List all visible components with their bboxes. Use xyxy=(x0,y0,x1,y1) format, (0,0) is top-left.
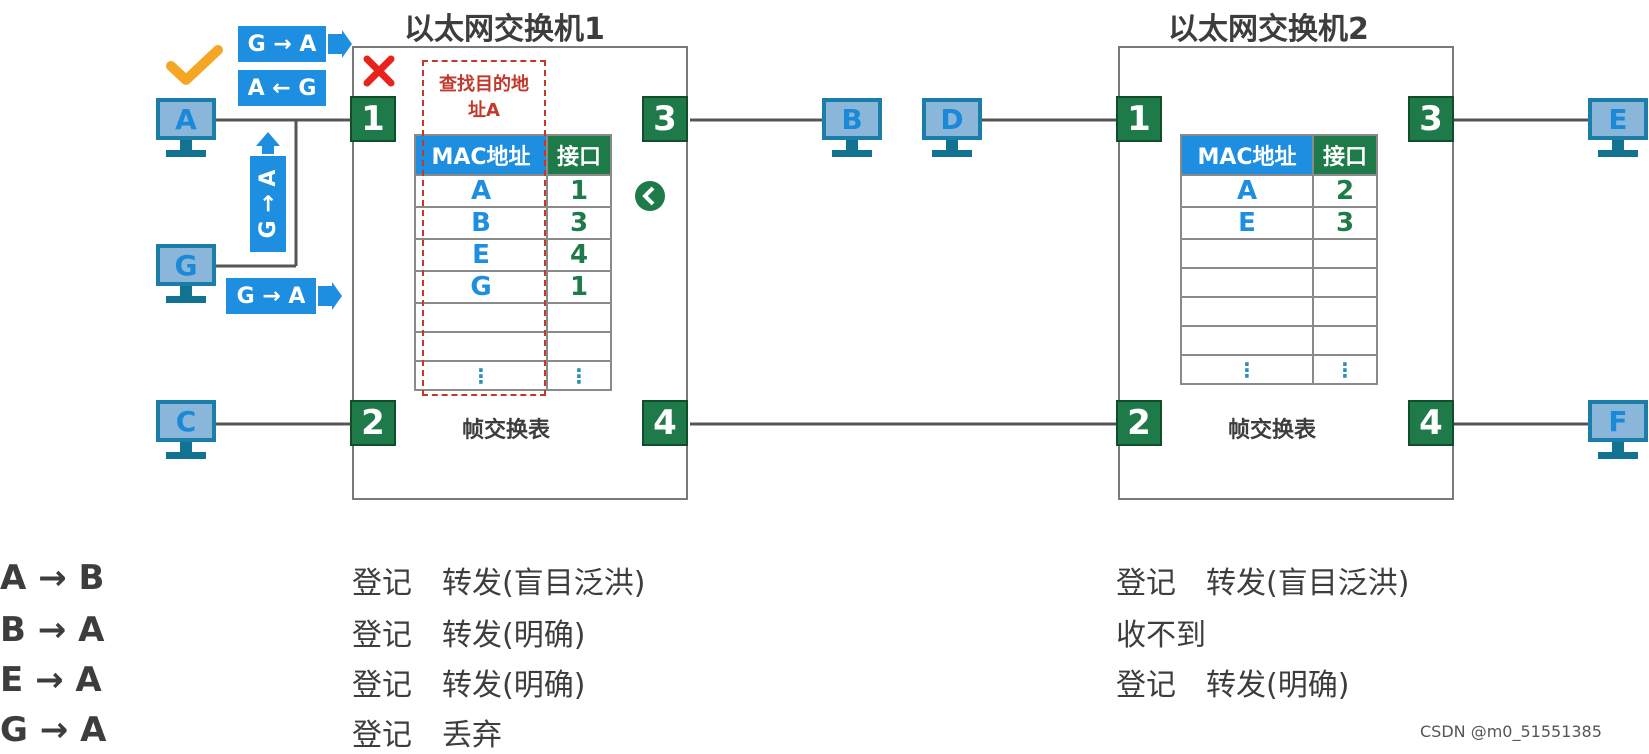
switch1-port-3[interactable]: 3 xyxy=(642,96,688,142)
check-icon xyxy=(166,45,223,85)
port-header: 接口 xyxy=(546,134,612,176)
arrow-right-icon xyxy=(328,30,352,58)
arrow-right-icon xyxy=(318,282,342,310)
mac-cell: E xyxy=(414,238,548,272)
host-a-label: A xyxy=(156,98,216,140)
switch2-port-2[interactable]: 2 xyxy=(1116,400,1162,446)
switch2-action: 登记 转发(明确) xyxy=(1116,668,1350,703)
event-label: A → B xyxy=(0,558,105,598)
switch1-title: 以太网交换机1 xyxy=(404,12,605,47)
switch1-port-4[interactable]: 4 xyxy=(642,400,688,446)
table-row xyxy=(1180,296,1378,327)
frame-label: G → A xyxy=(224,276,318,316)
event-label: G → A xyxy=(0,710,107,750)
switch2-port-4[interactable]: 4 xyxy=(1408,400,1454,446)
host-e-label: E xyxy=(1588,98,1648,140)
switch1-action: 登记 转发(明确) xyxy=(352,668,586,703)
switch1-port-1[interactable]: 1 xyxy=(350,96,396,142)
table-row: ⋮⋮ xyxy=(1180,354,1378,385)
host-d[interactable]: D xyxy=(922,98,986,162)
host-f[interactable]: F xyxy=(1588,400,1649,464)
frame-a-from-g: A ← G xyxy=(236,68,328,108)
mac-cell: A xyxy=(1180,174,1314,208)
more-rows-dots: ⋮ xyxy=(1180,354,1314,385)
switch2-action: 登记 转发(盲目泛洪) xyxy=(1116,566,1410,601)
port-cell: 2 xyxy=(1312,174,1378,208)
host-c-label: C xyxy=(156,400,216,442)
host-b-label: B xyxy=(822,98,882,140)
port-cell: 3 xyxy=(546,206,612,240)
frame-g-to-a-bottom: G → A xyxy=(224,276,342,316)
switch1-box xyxy=(352,46,688,500)
switch2-action: 收不到 xyxy=(1116,618,1206,653)
switch1-action: 登记 丢弃 xyxy=(352,718,502,753)
mac-cell: A xyxy=(414,174,548,208)
frame-g-to-a-top: G → A xyxy=(236,24,352,64)
event-label: B → A xyxy=(0,610,105,650)
cross-icon xyxy=(363,55,395,87)
host-g-label: G xyxy=(156,244,216,286)
switch2-title: 以太网交换机2 xyxy=(1168,12,1369,47)
table-row xyxy=(1180,325,1378,356)
switch1-action: 登记 转发(盲目泛洪) xyxy=(352,566,646,601)
arrow-up-icon xyxy=(256,132,280,156)
table-row xyxy=(1180,238,1378,269)
port-header: 接口 xyxy=(1312,134,1378,176)
lookup-label: 查找目的地址A xyxy=(439,74,529,121)
watermark: CSDN @m0_51551385 xyxy=(1420,722,1602,741)
switch2-table-caption: 帧交换表 xyxy=(1228,418,1317,443)
switch1-action: 登记 转发(明确) xyxy=(352,618,586,653)
switch1-port-2[interactable]: 2 xyxy=(350,400,396,446)
host-a[interactable]: A xyxy=(156,98,220,162)
table-row xyxy=(1180,267,1378,298)
mac-cell: B xyxy=(414,206,548,240)
host-c[interactable]: C xyxy=(156,400,220,464)
switch2-port-3[interactable]: 3 xyxy=(1408,96,1454,142)
event-label: E → A xyxy=(0,660,102,700)
host-d-label: D xyxy=(922,98,982,140)
host-g[interactable]: G xyxy=(156,244,220,308)
lookup-highlight-box xyxy=(422,60,546,396)
port-cell: 3 xyxy=(1312,206,1378,240)
frame-g-to-a-vertical: G → A xyxy=(248,132,288,254)
mac-cell: E xyxy=(1180,206,1314,240)
table-row xyxy=(414,331,612,362)
mac-cell: G xyxy=(414,270,548,304)
switch2-port-1[interactable]: 1 xyxy=(1116,96,1162,142)
host-b[interactable]: B xyxy=(822,98,886,162)
host-f-label: F xyxy=(1588,400,1648,442)
mac-header: MAC地址 xyxy=(414,134,548,176)
frame-label: G → A xyxy=(248,154,288,254)
mac-header: MAC地址 xyxy=(1180,134,1314,176)
switch1-table-caption: 帧交换表 xyxy=(462,418,551,443)
port-cell: 1 xyxy=(546,270,612,304)
table-row xyxy=(414,302,612,333)
more-rows-dots: ⋮ xyxy=(1312,354,1378,385)
port-cell: 4 xyxy=(546,238,612,272)
port-cell: 1 xyxy=(546,174,612,208)
frame-label: G → A xyxy=(236,24,328,64)
table-row: ⋮⋮ xyxy=(414,360,612,391)
host-e[interactable]: E xyxy=(1588,98,1649,162)
more-rows-dots: ⋮ xyxy=(546,360,612,391)
more-rows-dots: ⋮ xyxy=(414,360,548,391)
chevron-left-icon xyxy=(635,181,665,211)
